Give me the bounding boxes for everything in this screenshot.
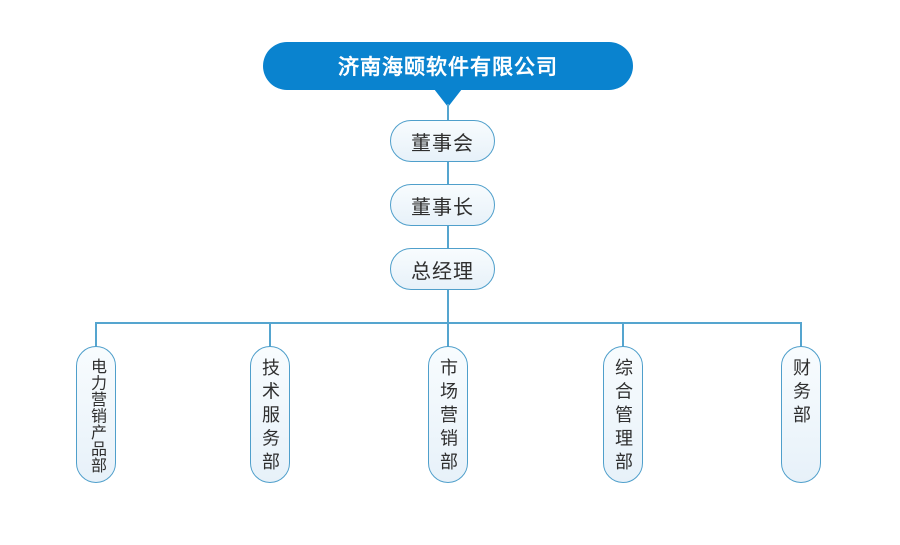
dept-general-management: 综合管理部 [603,346,643,483]
dept-label: 电力营销产品部 [88,358,105,474]
root-pointer-arrow [434,89,462,107]
connector-gm-to-bus [447,290,449,323]
node-label: 董事长 [411,196,474,219]
dept-label: 财务部 [791,358,811,429]
node-label: 董事会 [411,132,474,155]
dept-label: 市场营销部 [438,358,458,476]
connector-drop-dept-3 [447,322,449,347]
dept-finance: 财务部 [781,346,821,483]
connector-drop-dept-2 [269,322,271,347]
connector-chairman-to-gm [447,226,449,249]
connector-horizontal-bus [96,322,802,324]
dept-power-marketing-products: 电力营销产品部 [76,346,116,483]
dept-label: 技术服务部 [260,358,280,476]
dept-technical-service: 技术服务部 [250,346,290,483]
connector-drop-dept-1 [95,322,97,347]
node-general-manager: 总经理 [390,248,495,290]
node-label: 总经理 [411,260,474,283]
dept-marketing: 市场营销部 [428,346,468,483]
connector-board-to-chairman [447,162,449,185]
company-name: 济南海颐软件有限公司 [338,56,558,79]
node-board-of-directors: 董事会 [390,120,495,162]
node-chairman: 董事长 [390,184,495,226]
dept-label: 综合管理部 [613,358,633,476]
connector-drop-dept-4 [622,322,624,347]
connector-drop-dept-5 [800,322,802,347]
company-root-node: 济南海颐软件有限公司 [263,42,633,90]
connector-root-to-board [447,104,449,121]
